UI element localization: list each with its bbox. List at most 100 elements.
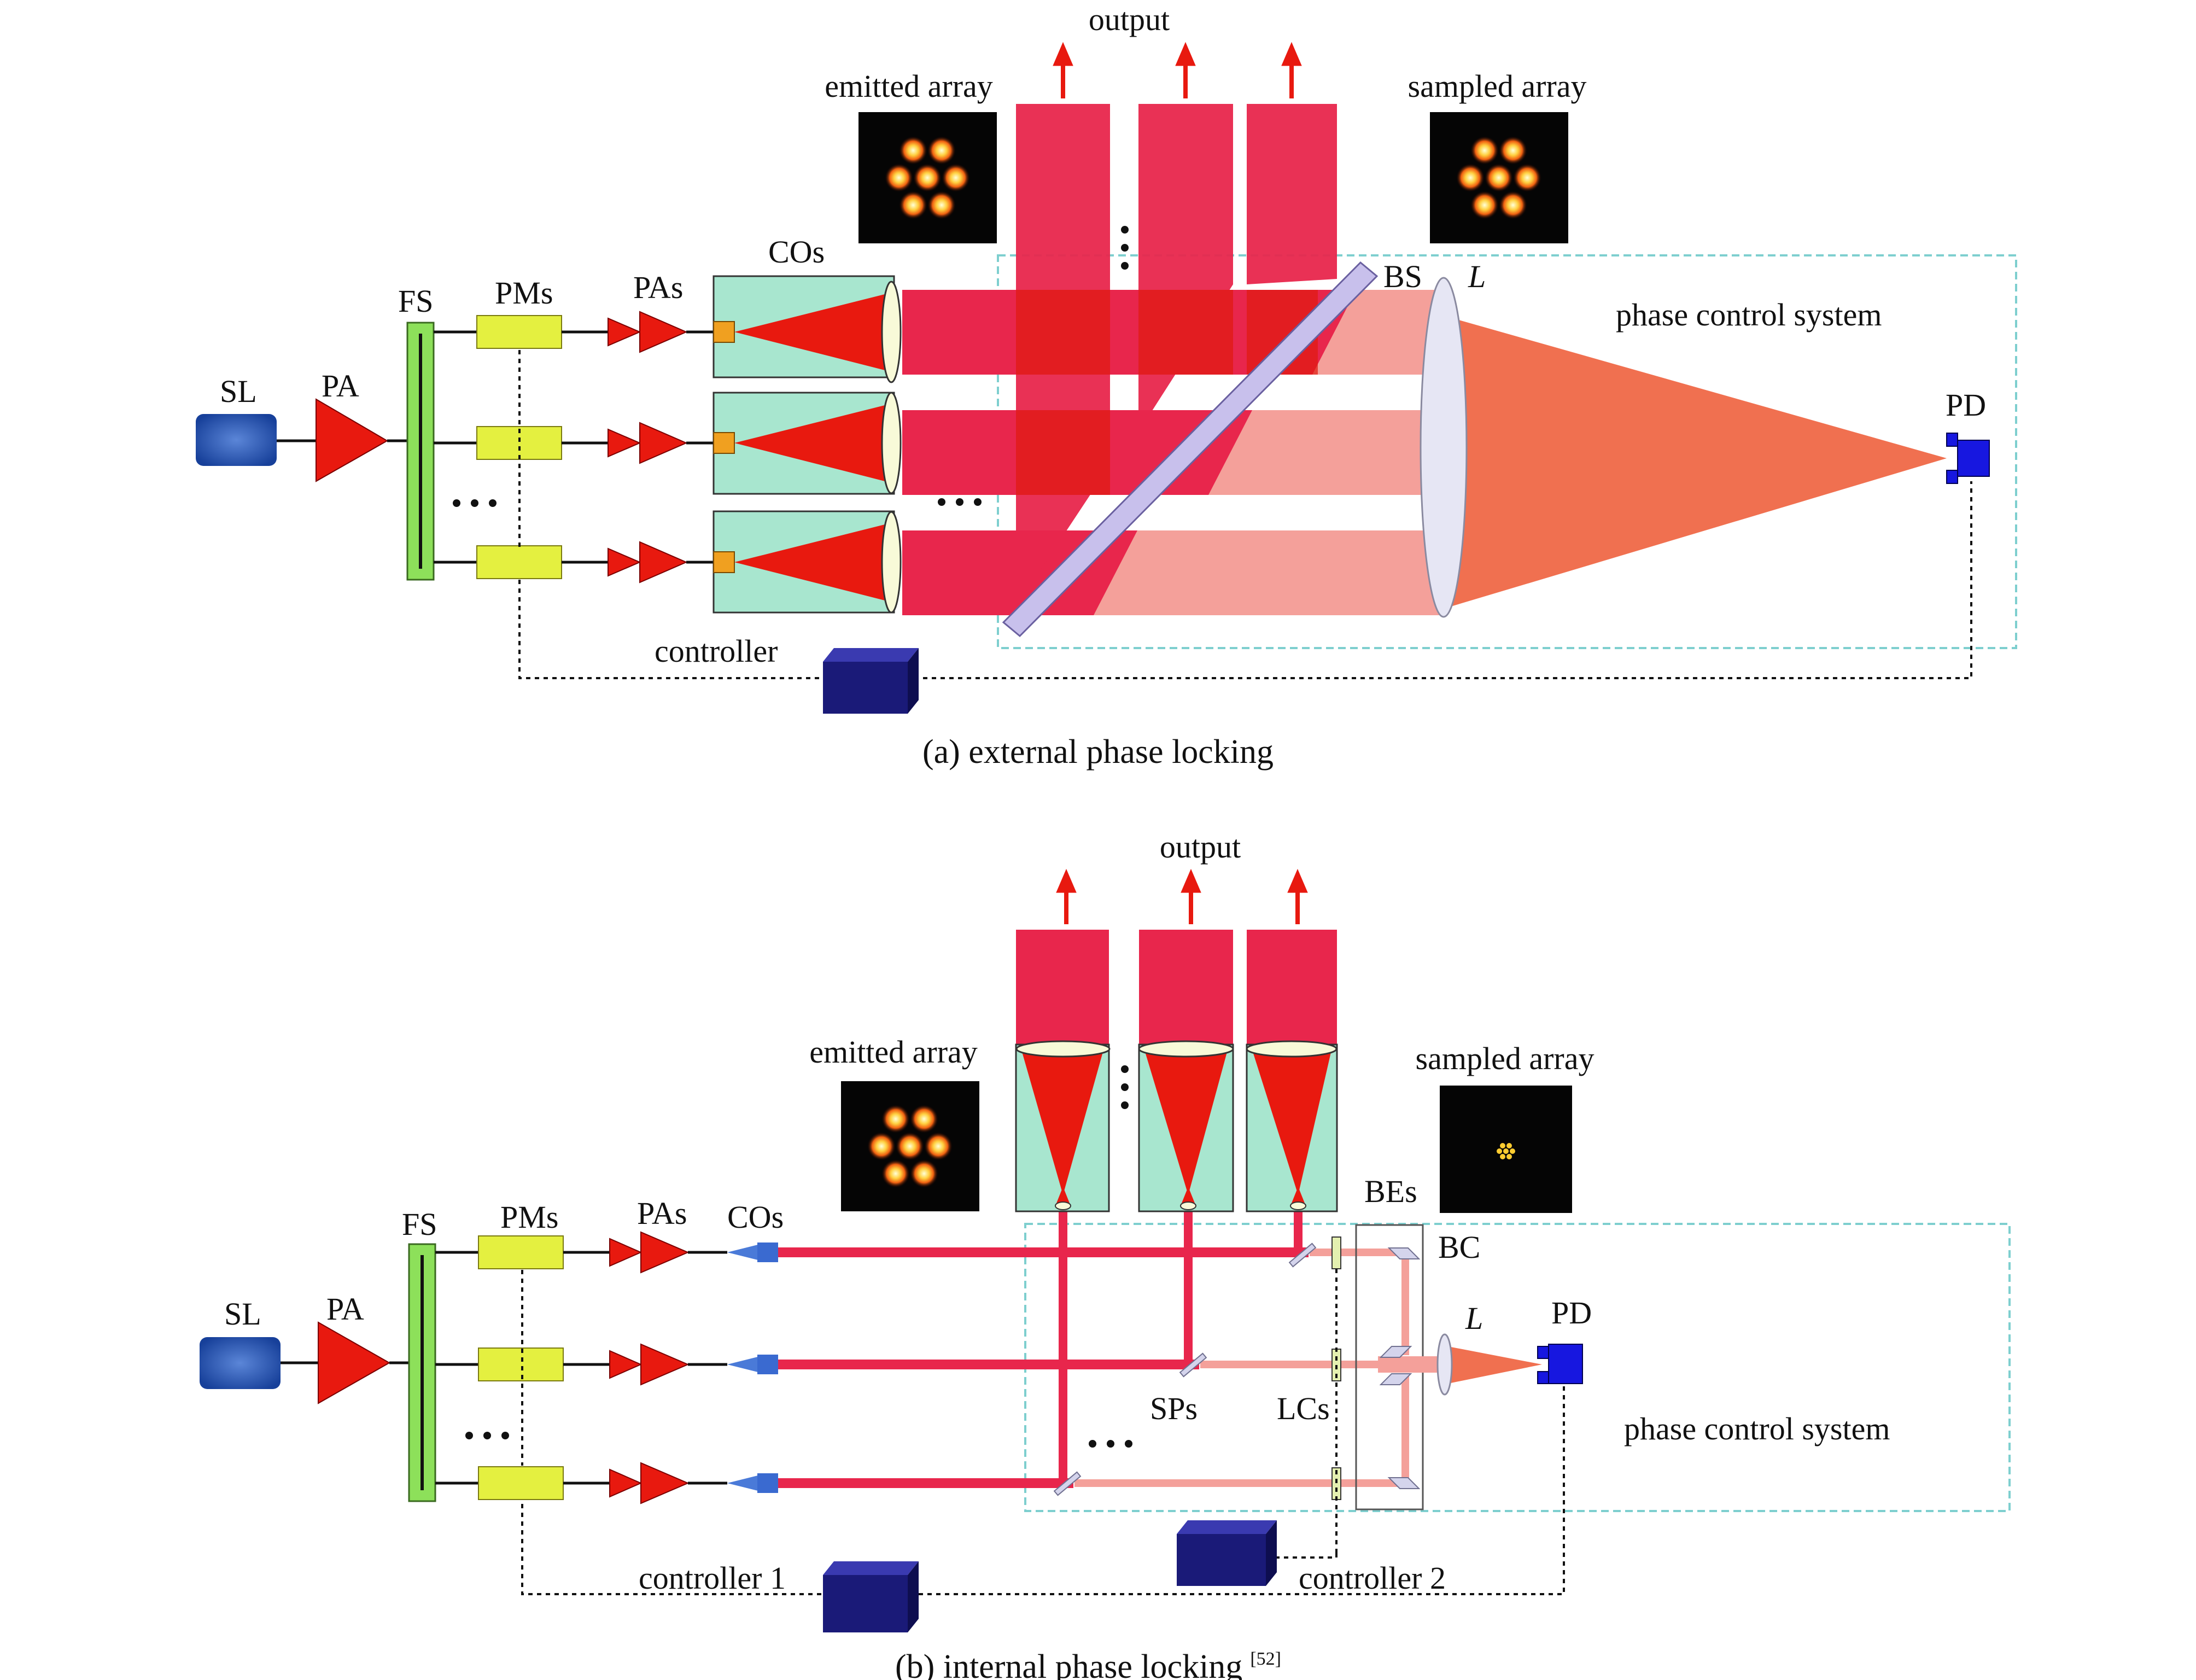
power-amp-2 [639,422,688,464]
pre-amplifier-a [316,398,389,482]
feedback-line-a [518,580,823,679]
label-output-b: output [1160,829,1241,865]
label-phase-control-a: phase control system [1616,297,1882,332]
power-amp-2 [639,311,688,353]
label-pa-a: PA [322,368,359,404]
label-sl-b: SL [224,1296,261,1332]
label-lens-b: L [1465,1300,1483,1336]
beam-b-3 [778,1478,1073,1488]
label-emitted-array-a: emitted array [825,68,993,104]
bc-path-top [1397,1249,1409,1355]
controller2-line [1277,1553,1338,1559]
output-arrows-a [1053,42,1302,98]
photodetector-b [1537,1344,1583,1384]
focus-cone-a [1449,317,1947,607]
ellipsis-beams-a [938,498,982,506]
power-amp-1 [608,547,641,577]
bc-mirrors [1379,1247,1421,1489]
caption-b-ref: [52] [1250,1649,1281,1669]
label-sl-a: SL [220,374,257,409]
label-emitted-array-b: emitted array [809,1034,978,1070]
label-sampled-array-b: sampled array [1416,1041,1595,1076]
label-output-a: output [1089,2,1170,37]
label-pas-a: PAs [633,270,683,305]
label-fs-b: FS [402,1206,437,1242]
power-amp-2 [639,541,688,584]
seed-laser-b [200,1337,281,1389]
ellipsis-output-a [1121,226,1129,270]
phase-modulator [476,315,562,349]
ellipsis-channels-b [465,1432,509,1439]
caption-a: (a) external phase locking [922,733,1274,771]
controller-box-b1 [823,1561,919,1632]
pre-amplifier-b [318,1321,391,1404]
power-amp-2 [640,1343,690,1386]
focus-cone-b [1448,1346,1542,1384]
channel-b-1 [435,1231,778,1274]
output-collimator-b-2 [1138,1040,1234,1212]
lens-a [1420,277,1468,618]
seed-laser-a [196,414,277,466]
sampling-plate-b-2 [1179,1352,1207,1378]
emitted-array-image-a [858,112,997,243]
power-amp-1 [608,428,641,458]
output-arrows-b [1056,868,1308,924]
lens-b [1436,1333,1453,1396]
controller-box-a [823,648,919,714]
fiber-collimator [727,1475,760,1491]
label-lens-a: L [1468,259,1486,294]
label-pa-b: PA [326,1291,364,1327]
power-amp-2 [640,1462,690,1504]
sampled-array-image-a [1430,112,1568,243]
photodetector-a [1946,433,1990,484]
bc-path-bottom [1397,1374,1409,1487]
vertical-beam-b-2 [1184,1192,1193,1364]
output-beam-a-2 [1138,104,1233,432]
caption-b: (b) internal phase locking [52] [895,1648,1281,1680]
output-collimator-b-1 [1015,1040,1111,1212]
label-pd-b: PD [1551,1295,1592,1331]
label-cos-b: COs [727,1199,784,1235]
output-collimator-b-3 [1246,1040,1338,1212]
label-phase-control-b: phase control system [1624,1411,1890,1446]
beam-a-1 [902,290,1356,375]
channel-a-2 [434,422,714,464]
label-sampled-array-a: sampled array [1408,68,1587,104]
feedback-line-b [521,1504,823,1595]
liquid-crystal-b-1 [1331,1236,1341,1269]
channel-a-1 [434,311,714,353]
collimator-a-2 [712,392,902,495]
phase-modulator [478,1348,564,1381]
label-controller2-b: controller 2 [1299,1560,1446,1596]
vertical-beam-b-3 [1059,1192,1067,1483]
label-pas-b: PAs [637,1195,687,1231]
fiber-collimator [727,1244,760,1261]
label-bes-b: BEs [1364,1174,1417,1209]
channel-b-3 [435,1462,778,1504]
label-bs-a: BS [1383,259,1422,294]
label-pms-a: PMs [495,275,553,311]
sampled-array-image-b [1440,1086,1572,1213]
label-sps-b: SPs [1150,1391,1198,1426]
ellipsis-channels-a [453,499,497,507]
ellipsis-output-b [1121,1065,1129,1109]
beam-b-1 [778,1247,1309,1257]
output-beams-b [1016,930,1337,1045]
sampling-plate-b-3 [1053,1471,1082,1496]
power-amp-1 [609,1350,643,1379]
label-controller-a: controller [655,633,778,669]
panel-a: SL PA FS PMs PAs COs output emitted arra… [196,2,2017,771]
sampling-plate-b-1 [1288,1242,1317,1268]
label-pms-b: PMs [500,1199,558,1235]
feedback-line-a-right [914,481,1972,679]
panel-b: SL PA FS PMs PAs COs output emitted arra… [200,829,2011,1680]
phase-modulator [478,1466,564,1500]
label-cos-a: COs [768,234,825,270]
power-amp-2 [640,1231,690,1274]
label-fs-a: FS [398,283,434,319]
sampled-beam-b-1 [1310,1249,1397,1256]
phase-modulator [476,545,562,579]
fiber-collimator [727,1356,760,1373]
caption-b-text: (b) internal phase locking [895,1648,1242,1680]
